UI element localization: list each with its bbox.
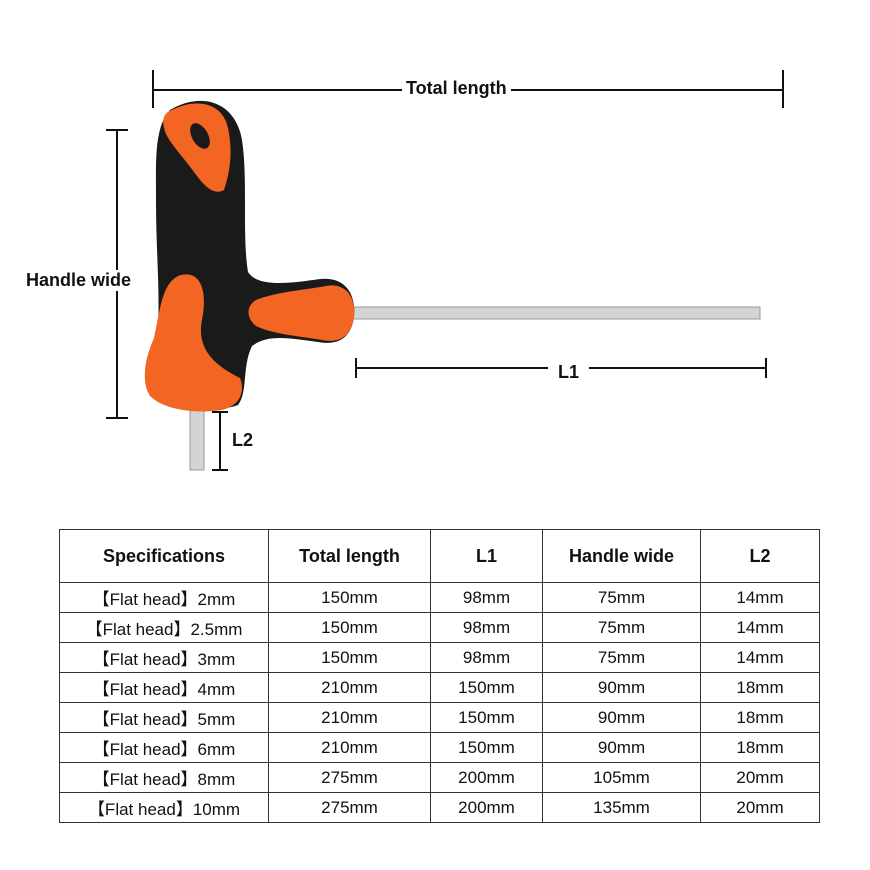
cell-handle-wide: 75mm <box>542 642 701 673</box>
cell-handle-wide: 135mm <box>542 792 701 823</box>
l2-label: L2 <box>230 430 256 451</box>
cell-total-length: 150mm <box>268 612 431 643</box>
bottom-grip <box>144 274 242 412</box>
table-row: 【Flat head】10mm 275mm 200mm 135mm 20mm <box>59 792 820 823</box>
cell-l2: 20mm <box>700 792 820 823</box>
cell-l2: 14mm <box>700 612 820 643</box>
top-grip <box>163 103 231 192</box>
cell-l1: 150mm <box>430 702 543 733</box>
cell-handle-wide: 75mm <box>542 582 701 613</box>
cell-l1: 98mm <box>430 642 543 673</box>
cell-l1: 98mm <box>430 582 543 613</box>
cell-total-length: 210mm <box>268 732 431 763</box>
cell-total-length: 210mm <box>268 702 431 733</box>
cell-l2: 14mm <box>700 582 820 613</box>
cell-total-length: 150mm <box>268 642 431 673</box>
handle-wide-label: Handle wide <box>22 270 136 291</box>
cell-specification: 【Flat head】5mm <box>59 702 269 733</box>
cell-handle-wide: 75mm <box>542 612 701 643</box>
short-shaft <box>189 403 205 471</box>
cell-specification: 【Flat head】2.5mm <box>59 612 269 643</box>
tool-diagram: Total length Handle wide L1 L2 <box>22 70 784 471</box>
cell-specification: 【Flat head】8mm <box>59 762 269 793</box>
cell-l2: 18mm <box>700 732 820 763</box>
table-row: 【Flat head】3mm 150mm 98mm 75mm 14mm <box>59 642 820 673</box>
cell-handle-wide: 90mm <box>542 702 701 733</box>
table-row: 【Flat head】2mm 150mm 98mm 75mm 14mm <box>59 582 820 613</box>
cell-l1: 98mm <box>430 612 543 643</box>
side-grip <box>248 285 355 341</box>
cell-specification: 【Flat head】6mm <box>59 732 269 763</box>
cell-total-length: 275mm <box>268 762 431 793</box>
l1-label: L1 <box>548 362 590 383</box>
cell-total-length: 150mm <box>268 582 431 613</box>
cell-l1: 150mm <box>430 732 543 763</box>
t-handle-wrench-illustration <box>106 70 784 471</box>
cell-handle-wide: 105mm <box>542 762 701 793</box>
total-length-label: Total length <box>402 78 511 99</box>
header-handle-wide: Handle wide <box>542 529 701 583</box>
long-shaft <box>347 306 761 320</box>
cell-handle-wide: 90mm <box>542 732 701 763</box>
cell-specification: 【Flat head】4mm <box>59 672 269 703</box>
header-specifications: Specifications <box>59 529 269 583</box>
cell-specification: 【Flat head】3mm <box>59 642 269 673</box>
cell-l2: 18mm <box>700 702 820 733</box>
table-row: 【Flat head】8mm 275mm 200mm 105mm 20mm <box>59 762 820 793</box>
cell-l2: 14mm <box>700 642 820 673</box>
table-row: 【Flat head】6mm 210mm 150mm 90mm 18mm <box>59 732 820 763</box>
table-row: 【Flat head】4mm 210mm 150mm 90mm 18mm <box>59 672 820 703</box>
cell-l2: 18mm <box>700 672 820 703</box>
header-l1: L1 <box>430 529 543 583</box>
cell-l1: 200mm <box>430 762 543 793</box>
cell-l2: 20mm <box>700 762 820 793</box>
cell-l1: 200mm <box>430 792 543 823</box>
header-l2: L2 <box>700 529 820 583</box>
table-header-row: Specifications Total length L1 Handle wi… <box>59 529 820 583</box>
cell-l1: 150mm <box>430 672 543 703</box>
cell-specification: 【Flat head】2mm <box>59 582 269 613</box>
l2-dimension <box>212 411 228 471</box>
cell-specification: 【Flat head】10mm <box>59 792 269 823</box>
cell-handle-wide: 90mm <box>542 672 701 703</box>
table-row: 【Flat head】2.5mm 150mm 98mm 75mm 14mm <box>59 612 820 643</box>
table-row: 【Flat head】5mm 210mm 150mm 90mm 18mm <box>59 702 820 733</box>
specifications-table: Specifications Total length L1 Handle wi… <box>59 529 820 823</box>
cell-total-length: 210mm <box>268 672 431 703</box>
header-total-length: Total length <box>268 529 431 583</box>
cell-total-length: 275mm <box>268 792 431 823</box>
hang-hole <box>190 123 210 149</box>
